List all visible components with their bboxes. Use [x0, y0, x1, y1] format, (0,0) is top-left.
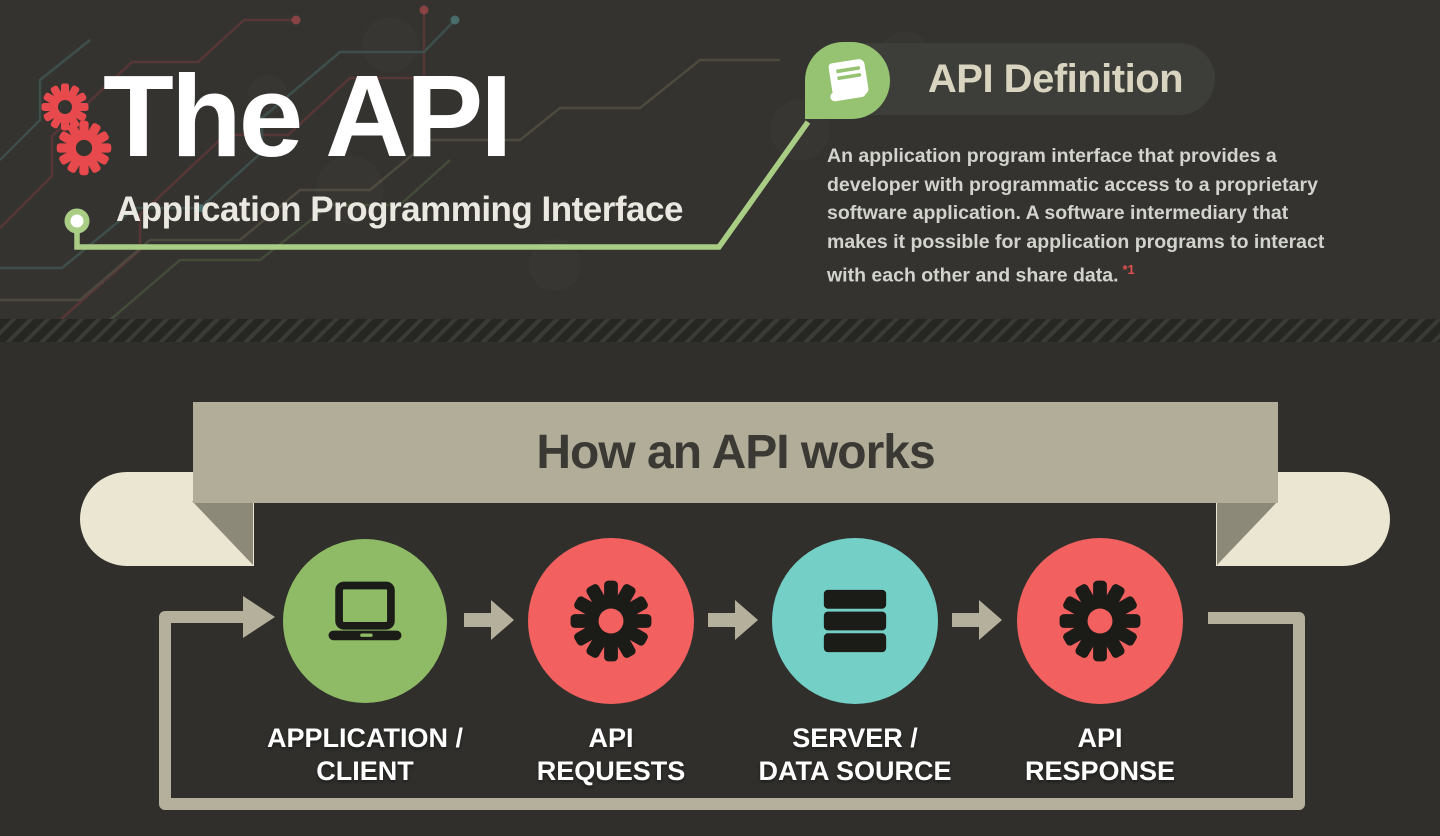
page-title: The API [103, 51, 513, 181]
definition-line: makes it possible for application progra… [827, 230, 1325, 253]
step-label-application-client: APPLICATION / CLIENT [266, 723, 463, 786]
gear-icon [1059, 580, 1141, 662]
gear-icon [570, 580, 652, 662]
footnote-marker: *1 [1122, 262, 1135, 278]
loop-arrowhead-icon [243, 596, 275, 638]
definition-line: software application. A software interme… [827, 202, 1289, 225]
gear-icon [41, 83, 89, 131]
arrow-right-icon [708, 600, 758, 640]
definition-body: An application program interface that pr… [827, 142, 1324, 290]
step-api-requests [528, 538, 694, 704]
step-api-response [1017, 538, 1183, 704]
arrow-right-icon [464, 600, 514, 640]
definition-line: An application program interface that pr… [827, 145, 1277, 167]
page-subtitle: Application Programming Interface [116, 190, 683, 229]
step-application-client [283, 539, 447, 703]
section-title: How an API works [536, 426, 935, 479]
step-server-data-source [772, 538, 938, 704]
green-connector-line [64, 120, 811, 250]
arrow-right-icon [952, 600, 1002, 640]
section-banner: How an API works [193, 402, 1278, 503]
header-section: The API Application Programming Interfac… [0, 0, 1440, 342]
definition-bubble [805, 42, 890, 119]
gear-icon [56, 120, 112, 176]
step-label-api-requests: API REQUESTS [536, 723, 686, 786]
step-label-server-data-source: SERVER / DATA SOURCE [758, 723, 952, 786]
diagonal-stripe-divider [0, 319, 1440, 342]
definition-heading: API Definition [927, 56, 1184, 101]
step-label-api-response: API RESPONSE [1024, 723, 1176, 786]
definition-line: developer with programmatic access to a … [827, 173, 1318, 196]
server-icon [823, 589, 887, 653]
laptop-icon [328, 581, 402, 641]
book-icon [828, 58, 868, 101]
definition-line: with each other and share data.*1 [827, 262, 1135, 287]
